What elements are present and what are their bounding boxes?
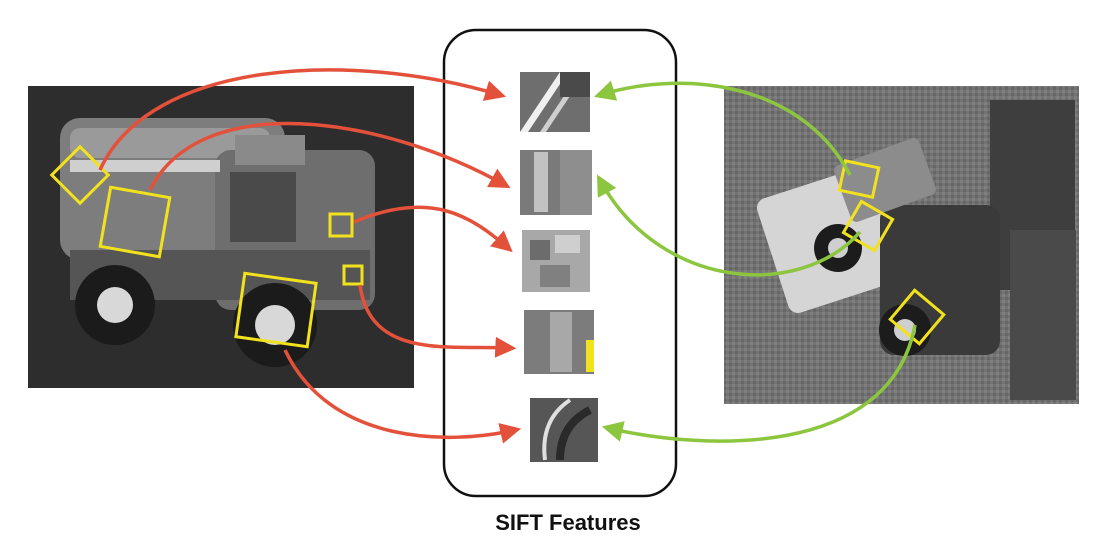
right-arrows	[593, 80, 917, 443]
feature-patch-3	[522, 230, 590, 292]
caption: SIFT Features	[495, 510, 641, 535]
left-arrows	[98, 68, 522, 444]
feature-patch-2	[520, 150, 592, 215]
feature-patch-5	[530, 398, 598, 462]
right-photo	[724, 86, 1079, 404]
feature-patch-4	[524, 310, 594, 374]
keypoint-boxes-right	[837, 159, 946, 346]
keypoint-boxes-left	[49, 144, 364, 349]
feature-patch-1	[520, 72, 590, 132]
